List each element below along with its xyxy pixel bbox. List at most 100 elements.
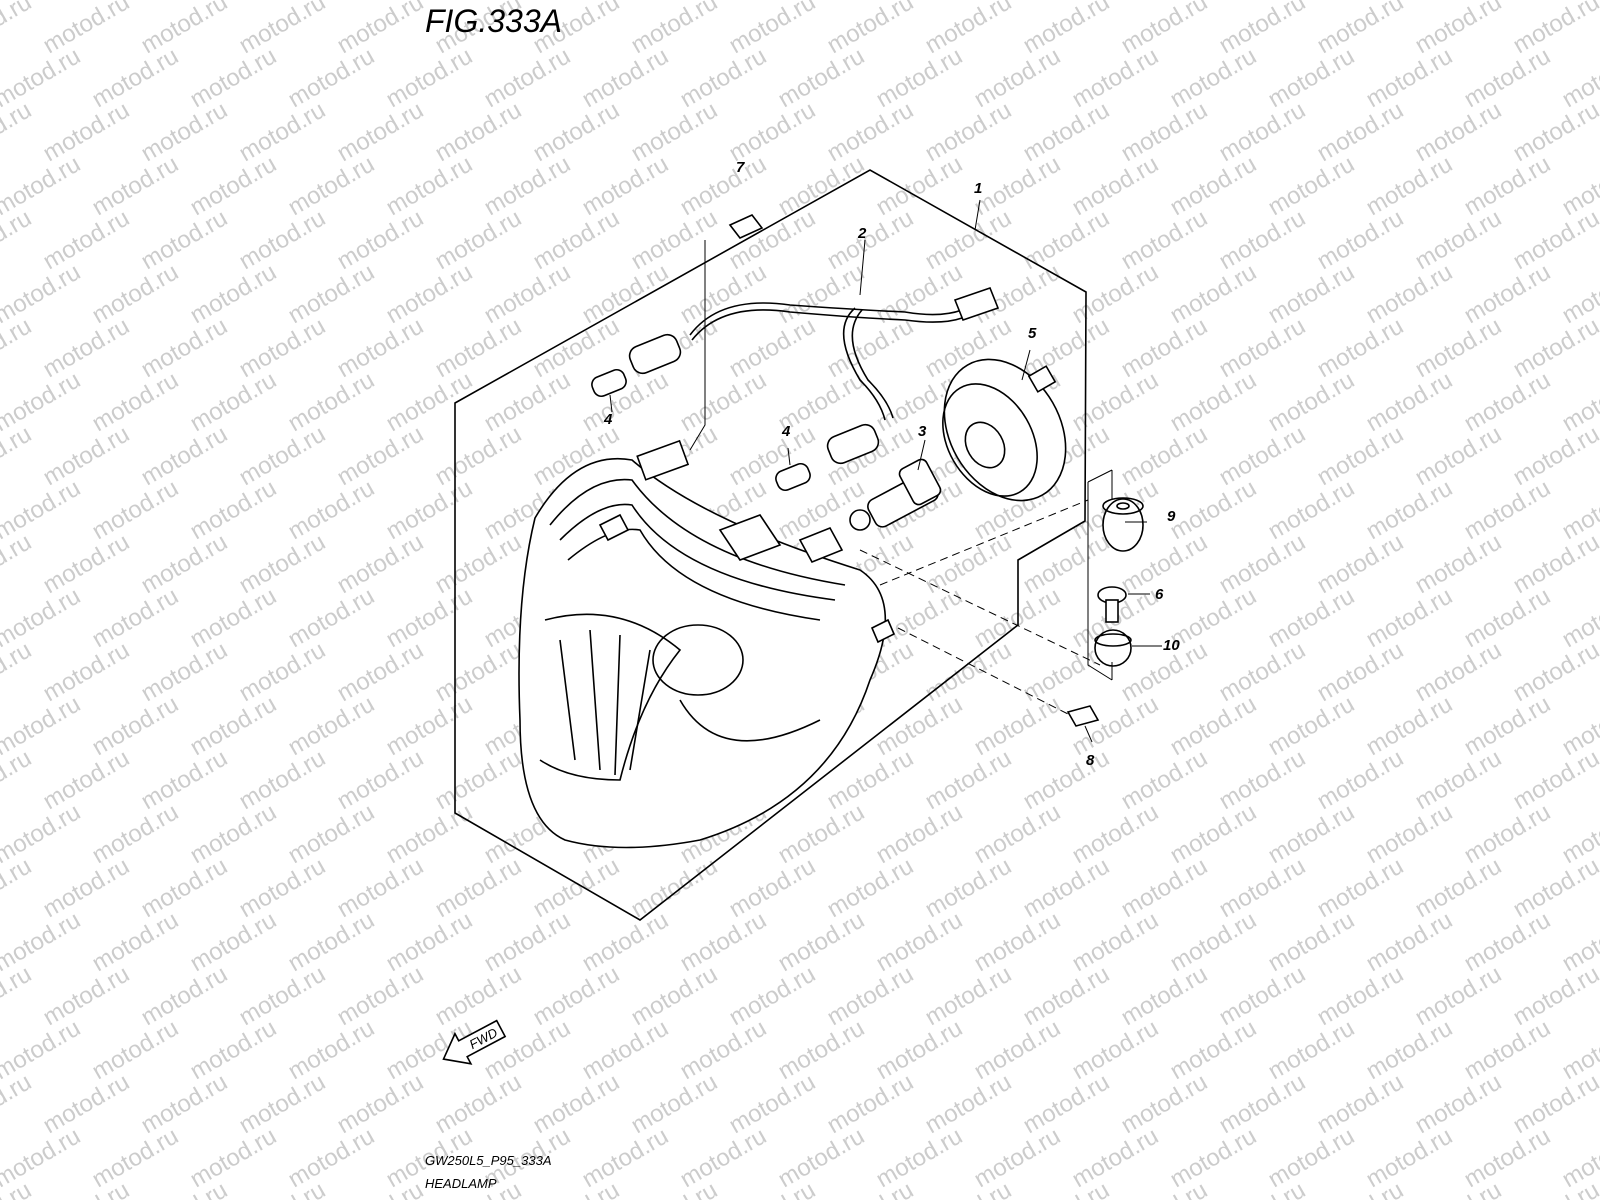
watermark-text: motod.ru	[333, 528, 429, 599]
callout-8: 8	[1086, 752, 1095, 769]
watermark-text: motod.ru	[186, 474, 282, 545]
watermark-text: motod.ru	[1215, 744, 1311, 815]
watermark-text: motod.ru	[1264, 582, 1360, 653]
watermark-text: motod.ru	[1068, 1014, 1164, 1085]
watermark-text: motod.ru	[39, 1176, 135, 1200]
watermark-text: motod.ru	[1068, 1122, 1164, 1193]
watermark-text: motod.ru	[284, 1014, 380, 1085]
watermark-text: motod.ru	[431, 204, 527, 275]
watermark-text: motod.ru	[627, 0, 723, 59]
watermark-text: motod.ru	[1019, 96, 1115, 167]
watermark-text: motod.ru	[1068, 906, 1164, 977]
watermark-text: motod.ru	[382, 150, 478, 221]
watermark-text: motod.ru	[235, 312, 331, 383]
watermark-text: motod.ru	[0, 528, 36, 599]
watermark-text: motod.ru	[1313, 1176, 1409, 1200]
watermark-text: motod.ru	[676, 42, 772, 113]
watermark-text: motod.ru	[137, 204, 233, 275]
watermark-text: motod.ru	[823, 0, 919, 59]
watermark-text: motod.ru	[333, 852, 429, 923]
watermark-text: motod.ru	[1313, 312, 1409, 383]
watermark-text: motod.ru	[1166, 258, 1262, 329]
watermark-text: motod.ru	[1362, 798, 1458, 869]
watermark-text: motod.ru	[137, 420, 233, 491]
watermark-text: motod.ru	[578, 1122, 674, 1193]
headlamp-housing	[518, 439, 896, 849]
watermark-text: motod.ru	[137, 528, 233, 599]
watermark-text: motod.ru	[0, 744, 36, 815]
watermark-text: motod.ru	[872, 906, 968, 977]
watermark-text: motod.ru	[1362, 474, 1458, 545]
watermark-text: motod.ru	[333, 420, 429, 491]
watermark-text: motod.ru	[1313, 528, 1409, 599]
watermark-text: motod.ru	[774, 42, 870, 113]
callout-4-upper: 4	[603, 411, 613, 428]
nut-8	[1066, 705, 1100, 727]
grommet-9	[1102, 497, 1144, 552]
watermark-text: motod.ru	[1117, 312, 1213, 383]
watermark-text: motod.ru	[137, 960, 233, 1031]
figure-name: HEADLAMP	[425, 1176, 497, 1191]
watermark-text: motod.ru	[480, 258, 576, 329]
callout-2: 2	[857, 225, 867, 242]
watermark-text: motod.ru	[1313, 1068, 1409, 1139]
watermark-text: motod.ru	[970, 1122, 1066, 1193]
watermark-text: motod.ru	[39, 1068, 135, 1139]
watermark-text: motod.ru	[823, 1176, 919, 1200]
watermark-text: motod.ru	[137, 312, 233, 383]
callout-5: 5	[1028, 325, 1037, 342]
watermark-text: motod.ru	[1019, 312, 1115, 383]
watermark-text: motod.ru	[1411, 528, 1507, 599]
watermark-text: motod.ru	[1460, 1122, 1556, 1193]
watermark-text: motod.ru	[1264, 1122, 1360, 1193]
watermark-text: motod.ru	[431, 312, 527, 383]
watermark-text: motod.ru	[382, 42, 478, 113]
watermark-text: motod.ru	[1215, 960, 1311, 1031]
watermark-text: motod.ru	[137, 96, 233, 167]
watermark-text: motod.ru	[1166, 474, 1262, 545]
watermark-text: motod.ru	[1313, 96, 1409, 167]
watermark-text: motod.ru	[88, 258, 184, 329]
watermark-text: motod.ru	[1019, 0, 1115, 59]
watermark-text: motod.ru	[235, 528, 331, 599]
watermark-text: motod.ru	[1313, 636, 1409, 707]
watermark-text: motod.ru	[774, 150, 870, 221]
watermark-text: motod.ru	[333, 744, 429, 815]
watermark-text: motod.ru	[872, 42, 968, 113]
watermark-text: motod.ru	[382, 798, 478, 869]
watermark-text: motod.ru	[529, 204, 625, 275]
watermark-text: motod.ru	[186, 1122, 282, 1193]
watermark-text: motod.ru	[921, 96, 1017, 167]
watermark-text: motod.ru	[1362, 258, 1458, 329]
watermark-text: motod.ru	[39, 420, 135, 491]
watermark-text: motod.ru	[1166, 42, 1262, 113]
watermark-text: motod.ru	[284, 366, 380, 437]
leader-lines	[609, 199, 1162, 743]
watermark-text: motod.ru	[284, 906, 380, 977]
watermark-text: motod.ru	[137, 744, 233, 815]
watermark-text: motod.ru	[1019, 1176, 1115, 1200]
watermark-text: motod.ru	[235, 1068, 331, 1139]
watermark-text: motod.ru	[1509, 636, 1600, 707]
watermark-text: motod.ru	[1264, 906, 1360, 977]
watermark-text: motod.ru	[39, 744, 135, 815]
watermark-text: motod.ru	[1313, 960, 1409, 1031]
watermark-text: motod.ru	[284, 258, 380, 329]
watermark-text: motod.ru	[137, 852, 233, 923]
watermark-text: motod.ru	[921, 852, 1017, 923]
watermark-text: motod.ru	[1215, 0, 1311, 59]
watermark-text: motod.ru	[284, 582, 380, 653]
watermark-text: motod.ru	[970, 906, 1066, 977]
watermark-text: motod.ru	[235, 420, 331, 491]
watermark-text: motod.ru	[1509, 204, 1600, 275]
watermark-text: motod.ru	[1411, 204, 1507, 275]
watermark-text: motod.ru	[1362, 1122, 1458, 1193]
watermark-text: motod.ru	[1166, 366, 1262, 437]
screw-6	[1097, 586, 1127, 623]
watermark-text: motod.ru	[725, 960, 821, 1031]
watermark-text: motod.ru	[88, 582, 184, 653]
watermark-text: motod.ru	[1460, 798, 1556, 869]
bulb-cover	[942, 358, 1067, 502]
watermark-text: motod.ru	[1117, 960, 1213, 1031]
